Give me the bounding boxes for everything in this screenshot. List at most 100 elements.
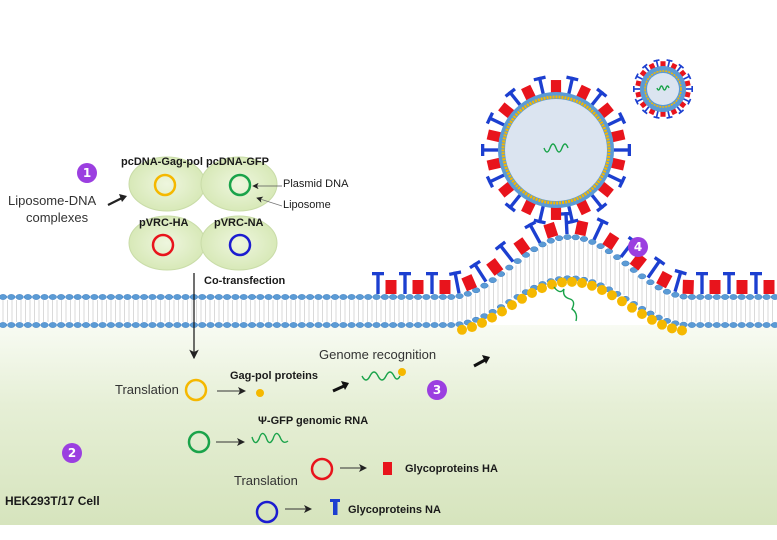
lipid-head-inner [770,322,777,328]
lipid-head-outer [397,294,406,300]
lipid-head-inner [272,322,281,328]
lipid-head-outer [32,294,41,300]
na-spike-icon [613,144,631,156]
lipid-head-outer [57,294,66,300]
gfp-genomic-rna-label: Ψ-GFP genomic RNA [258,415,369,427]
gag-protein-icon [617,296,627,307]
lipid-head-outer [372,294,381,300]
na-mrna-circle-icon [255,500,279,524]
na-spike-icon [485,112,506,127]
ha-spike-icon [486,258,504,276]
na-spike-icon [666,110,673,119]
lipid-head-outer [496,271,506,277]
liposome-na [200,215,278,271]
lipid-head-inner [32,322,41,328]
lipid-head-outer [463,290,472,297]
ha-mrna-circle-icon [310,457,334,481]
lipid-head-inner [422,322,431,328]
na-spike-icon [633,86,641,92]
complexes-label: complexes [26,210,89,225]
lipid-head-inner [430,322,439,328]
lipid-head-outer [712,294,721,300]
na-spike-icon [592,217,609,241]
gagpol-proteins-label: Gag-pol proteins [230,370,318,382]
virus-gag-layer [644,70,682,108]
gfp-plasmid-circle-icon [187,430,211,454]
budding-virus [372,211,775,336]
na-spike-icon [481,144,499,156]
gfp-rna-icon [251,432,289,444]
lipid-head-inner [164,322,174,328]
lipid-head-inner [762,322,771,328]
na-spike-icon [673,268,687,293]
lipid-head-inner [330,322,340,328]
lipid-head-outer [0,294,8,300]
gag-protein-icon [567,276,577,287]
ha-spike-icon [521,199,536,216]
lipid-head-outer [447,294,456,300]
ha-spike-icon [660,111,666,117]
gag-protein-icon [587,280,597,291]
lipid-head-inner [65,322,74,328]
lipid-head-outer [339,294,348,300]
lipid-head-inner [81,322,91,328]
lipid-head-outer [488,277,497,283]
gag-protein-icon [677,325,687,336]
lipid-head-outer [272,294,281,300]
lipid-head-inner [754,322,763,328]
lipid-head-outer [256,294,265,300]
lipid-head-outer [164,294,174,300]
lipid-head-inner [181,322,190,328]
na-spike-icon [399,272,411,294]
gag-protein-icon [487,312,497,323]
na-spike-icon [590,193,608,213]
lipid-head-outer [762,294,771,300]
lipid-head-outer [480,282,489,289]
lipid-head-outer [330,294,340,300]
lipid-head-outer [629,267,638,273]
lipid-head-outer [613,254,622,260]
lipid-head-inner [106,322,115,328]
lipid-head-inner [0,322,8,328]
lipid-head-inner [7,322,16,328]
na-spike-icon [494,240,515,263]
to-budding-arrow-icon [473,355,490,368]
lipid-head-inner [156,322,165,328]
lipid-head-inner [696,322,705,328]
lipid-head-outer [646,279,655,286]
lipid-head-outer [364,294,373,300]
na-spike-icon [666,59,673,68]
ha-spike-icon [736,280,748,294]
gag-protein-icon [537,283,547,294]
lipid-head-outer [721,294,730,300]
lipid-head-inner [131,322,140,328]
lipid-head-inner [322,322,331,328]
lipid-head-inner [364,322,373,328]
lipid-head-inner [347,322,356,328]
lipid-head-outer [745,294,755,300]
lipid-head-outer [73,294,82,300]
lipid-head-outer [438,294,447,300]
lipid-head-outer [621,260,630,267]
na-spike-icon [485,173,506,188]
recognition-gag-icon [398,368,406,376]
lipid-head-inner [256,322,265,328]
na-spike-icon [682,97,692,105]
lipid-head-inner [687,322,696,328]
recognition-rna-icon [361,371,401,381]
lipid-head-inner [704,322,713,328]
na-spike-icon [566,205,579,225]
plasmid-ha-icon [151,233,175,257]
lipid-head-outer [455,293,464,299]
na-spike-icon [469,259,488,283]
lipid-head-outer [81,294,91,300]
ha-spike-icon [461,274,478,292]
gagpol-mrna-circle-icon [184,378,208,402]
na-spike-icon [606,173,627,188]
lipid-head-inner [231,322,240,328]
lipid-head-outer [306,294,315,300]
lipid-head-inner [173,322,182,328]
na-spike-icon [641,63,650,73]
lipid-head-outer [231,294,240,300]
